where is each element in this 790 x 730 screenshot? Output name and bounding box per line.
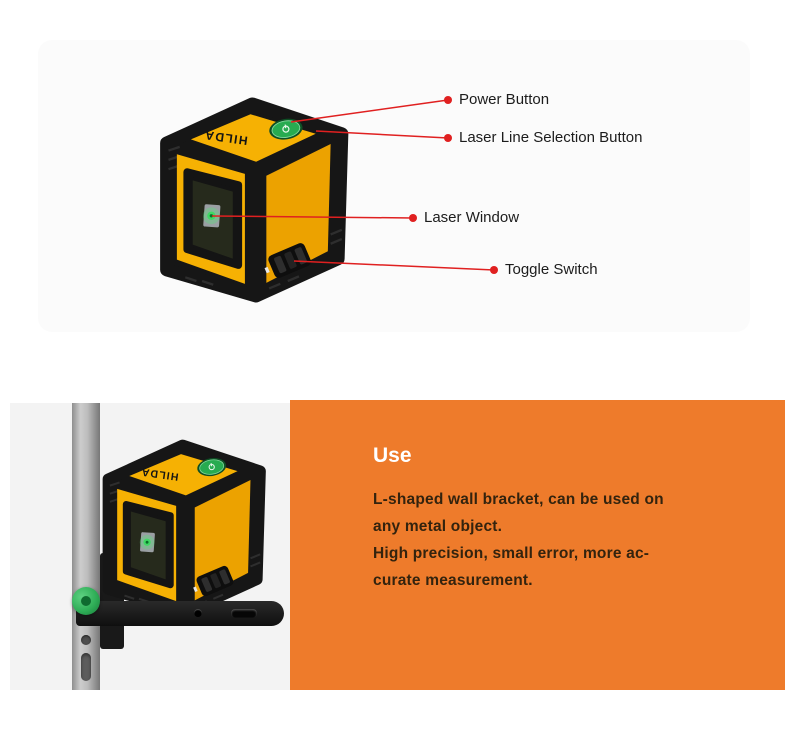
laser-level-device-graphic — [167, 104, 342, 296]
knob-center — [81, 596, 91, 606]
callout-diagram-section — [38, 40, 750, 332]
info-line-1: L-shaped wall bracket, can be used on — [373, 491, 664, 508]
info-heading: Use — [373, 444, 412, 467]
laser-level-device-graphic — [108, 445, 260, 611]
l-bracket-plate — [76, 601, 284, 626]
info-line-3: High precision, small error, more ac- — [373, 545, 650, 562]
bracket-slot — [231, 609, 257, 618]
info-line-2: any metal object. — [373, 518, 503, 535]
pole-slot — [81, 653, 91, 681]
info-line-4: curate measurement. — [373, 572, 533, 589]
green-clamp-knob — [72, 587, 100, 615]
laser-level-device — [148, 76, 353, 309]
laser-level-device-mounted — [92, 421, 270, 623]
mounted-photo-section — [10, 403, 290, 690]
callout-label-laser-window: Laser Window — [424, 209, 520, 226]
callout-label-laser-line-selection: Laser Line Selection Button — [459, 129, 643, 146]
callout-label-power-button: Power Button — [459, 91, 550, 108]
pole-hole — [81, 635, 91, 645]
bracket-screw-hole — [194, 609, 202, 617]
callout-label-toggle-switch: Toggle Switch — [505, 261, 598, 278]
use-info-panel: Use L-shaped wall bracket, can be used o… — [290, 400, 785, 690]
